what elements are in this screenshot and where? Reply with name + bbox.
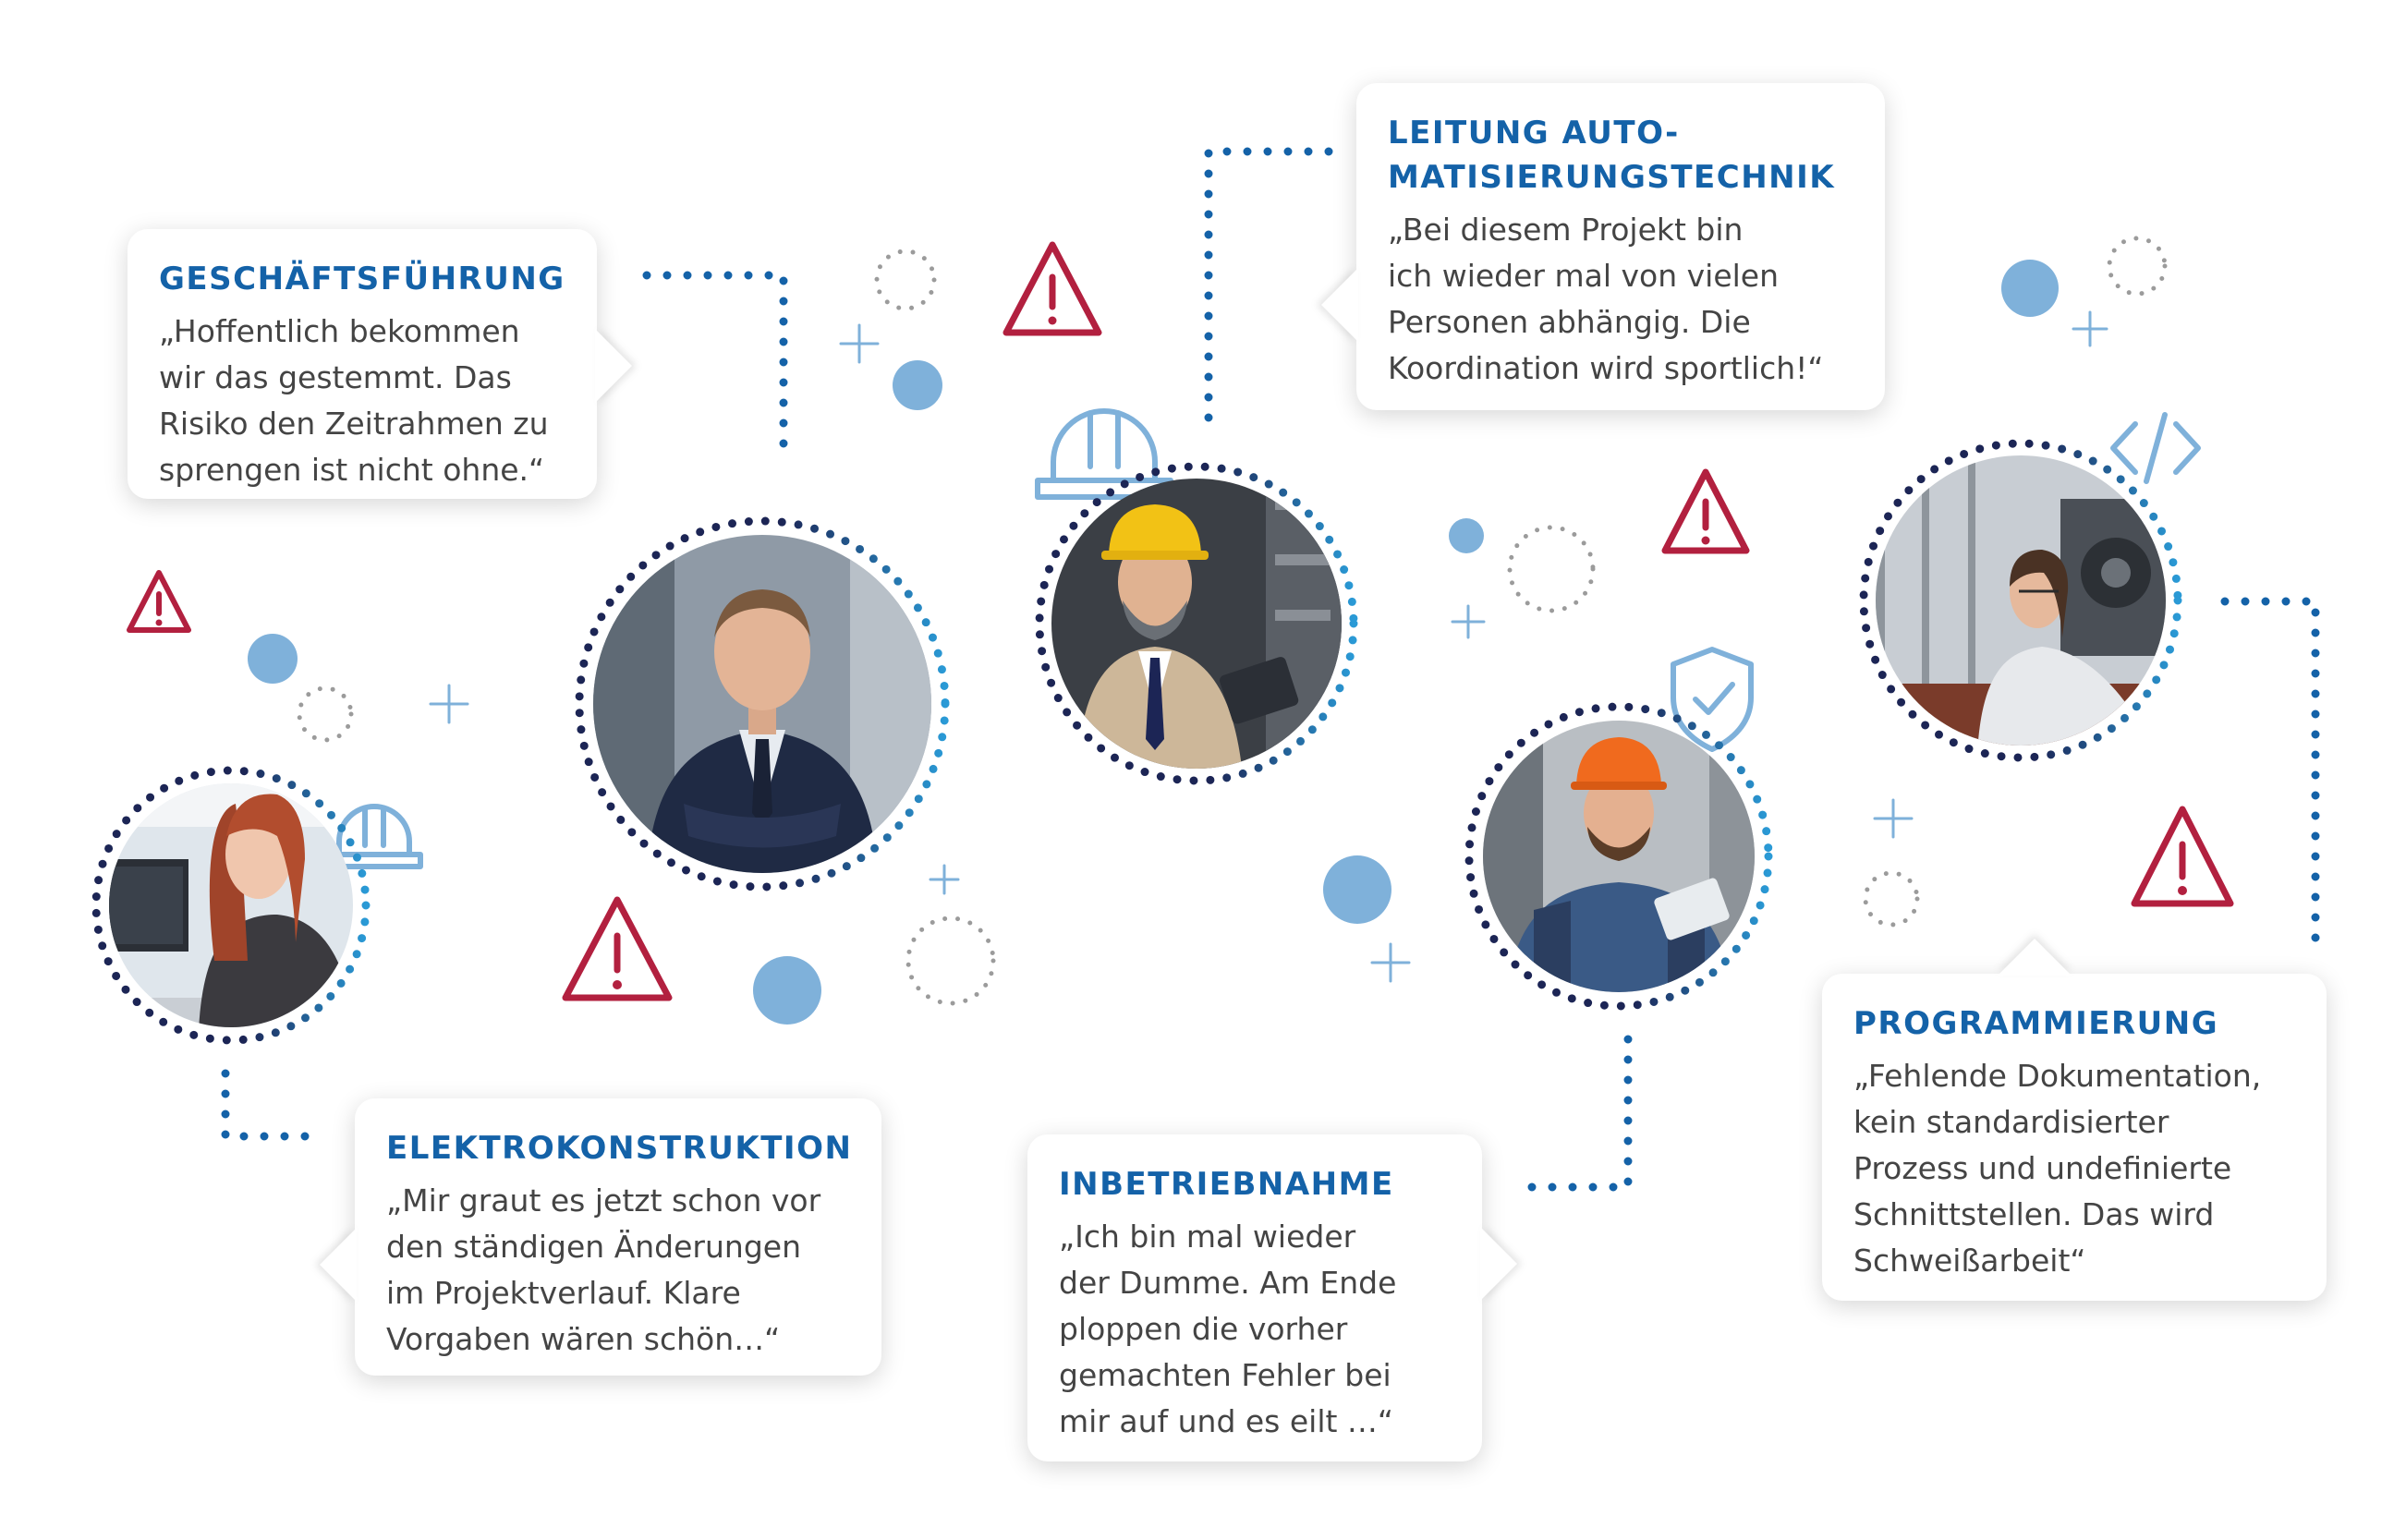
speech-tail (320, 1228, 357, 1302)
persona-quote: „Mir graut es jetzt schon vor den ständi… (386, 1182, 821, 1357)
speech-tail (1321, 268, 1358, 342)
connector-programmierung (2220, 597, 2320, 947)
portrait-programmierung (1859, 439, 2182, 762)
decorative-blue-dots (248, 260, 2059, 1025)
decorative-dotted-circles (297, 236, 2168, 1006)
persona-quote: „Fehlende Dokumentation, kein standardis… (1853, 1058, 2262, 1279)
card-leitung-automatisierung: LEITUNG AUTO- MATISIERUNGSTECHNIK „Bei d… (1321, 83, 1885, 410)
persona-title: PROGRAMMIERUNG (1853, 1005, 2219, 1042)
portrait-elektrokonstruktion (91, 766, 371, 1045)
card-geschaeftsfuehrung: GESCHÄFTSFÜHRUNG „Hoffentlich bekommen w… (128, 229, 632, 499)
speech-tail (595, 329, 632, 403)
warning-triangle-icon (127, 241, 2234, 1001)
persona-title: INBETRIEBNAHME (1059, 1166, 1394, 1203)
speech-tail (1998, 939, 2072, 976)
portrait-geschaeftsfuehrung (575, 516, 950, 891)
plus-sparkle-icon (429, 310, 2108, 983)
card-elektrokonstruktion: ELEKTROKONSTRUKTION „Mir graut es jetzt … (320, 1098, 881, 1376)
persona-quote: „Hoffentlich bekommen wir das gestemmt. … (159, 313, 549, 488)
portrait-leitung (1035, 462, 1358, 785)
code-brackets-icon (2110, 412, 2201, 484)
portrait-inbetriebnahme (1464, 702, 1773, 1011)
shield-check-icon (1671, 647, 1754, 752)
connector-leitung (1204, 147, 1333, 439)
connector-elektrokonstruktion (221, 1069, 326, 1141)
card-inbetriebnahme: INBETRIEBNAHME „Ich bin mal wieder der D… (1027, 1134, 1517, 1461)
card-programmierung: PROGRAMMIERUNG „Fehlende Dokumentation, … (1822, 939, 2327, 1301)
persona-quote: „Ich bin mal wieder der Dumme. Am Ende p… (1059, 1219, 1397, 1439)
persona-quote: „Bei diesem Projekt bin ich wieder mal v… (1388, 212, 1824, 386)
speech-tail (1480, 1227, 1517, 1301)
connector-geschaeftsfuehrung (642, 271, 788, 467)
connector-inbetriebnahme (1511, 1035, 1633, 1192)
persona-title: LEITUNG AUTO- MATISIERUNGSTECHNIK (1388, 115, 1836, 196)
persona-title: GESCHÄFTSFÜHRUNG (159, 261, 565, 297)
connector-lines (221, 147, 2320, 1192)
persona-title: ELEKTROKONSTRUKTION (386, 1130, 853, 1167)
